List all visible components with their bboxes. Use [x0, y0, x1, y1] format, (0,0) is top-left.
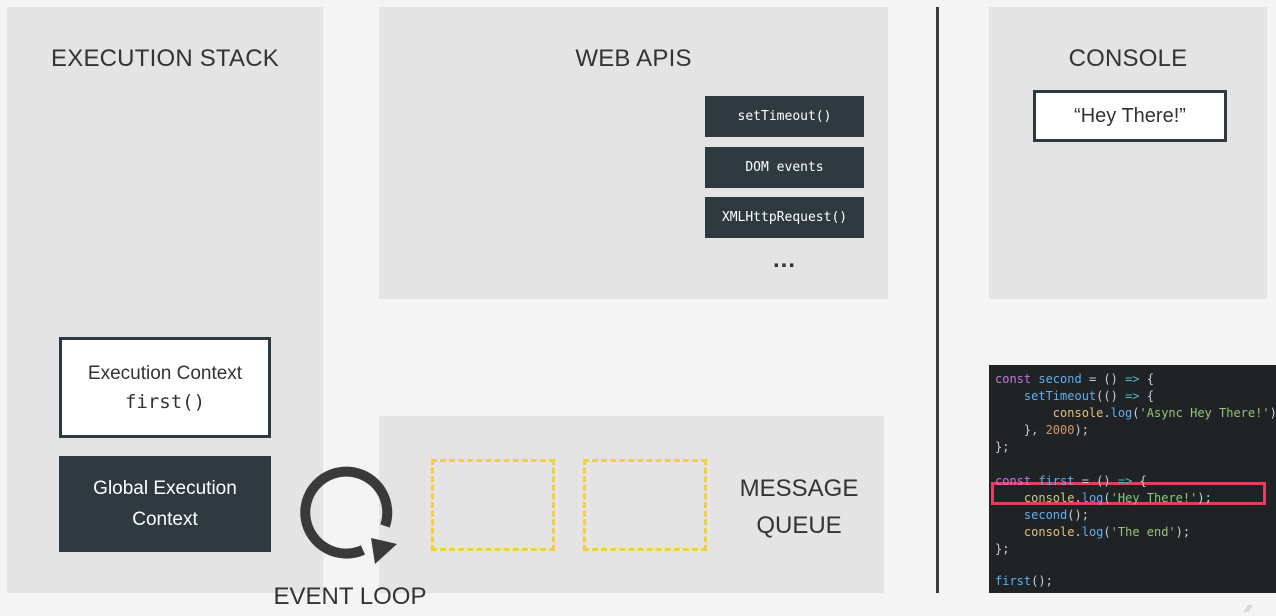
execution-stack-title: EXECUTION STACK — [51, 45, 279, 72]
execution-context-fn: first() — [124, 390, 206, 413]
global-context-line1: Global Execution — [93, 478, 237, 499]
code-line-10: console.log('The end'); — [1023, 525, 1191, 539]
console-title: CONSOLE — [1068, 45, 1188, 72]
queue-slot-2 — [583, 459, 707, 551]
code-line-11: }; — [995, 542, 1010, 556]
execution-context-label: Execution Context — [87, 362, 243, 384]
corner-mark: ⁄⁄⁄ — [1246, 604, 1252, 615]
code-line-5: }; — [995, 440, 1010, 454]
circular-arrow-icon — [300, 466, 397, 564]
api-xmlhttprequest: XMLHttpRequest() — [705, 197, 864, 238]
code-line-13: first(); — [995, 574, 1053, 588]
code-line-1: const second = () => { — [995, 372, 1154, 386]
global-context-line2: Context — [132, 509, 198, 530]
code-line-9: second(); — [1023, 508, 1089, 522]
event-loop-label: EVENT LOOP — [273, 583, 427, 610]
queue-slot-1 — [431, 459, 555, 551]
code-line-8: console.log('Hey There!'); — [1023, 491, 1212, 505]
web-apis-title: WEB APIS — [575, 45, 692, 72]
console-output: “Hey There!” — [1033, 90, 1227, 142]
code-line-2: setTimeout(() => { — [1023, 389, 1154, 403]
message-queue-panel — [379, 416, 884, 593]
global-execution-context: Global Execution Context — [59, 456, 271, 552]
console-panel: CONSOLE — [989, 7, 1267, 299]
message-queue-label: MESSAGE QUEUE — [718, 470, 880, 544]
code-panel: const second = () => { setTimeout(() => … — [989, 365, 1276, 593]
message-queue-label-line1: MESSAGE — [739, 475, 859, 502]
code-highlight — [991, 482, 1266, 505]
message-queue-label-line2: QUEUE — [756, 512, 842, 539]
api-dom-events: DOM events — [705, 147, 864, 188]
code-line-3: console.log('Async Hey There!'); — [1052, 406, 1276, 420]
api-settimeout: setTimeout() — [705, 96, 864, 137]
code-line-7: const first = () => { — [995, 474, 1147, 488]
event-loop-arc — [300, 466, 393, 559]
code-line-4: }, 2000); — [995, 423, 1089, 437]
api-more-ellipsis: ... — [772, 246, 796, 273]
vertical-divider — [936, 7, 939, 593]
execution-context-first: Execution Context first() — [59, 337, 271, 438]
event-loop-arrowhead — [371, 538, 397, 564]
